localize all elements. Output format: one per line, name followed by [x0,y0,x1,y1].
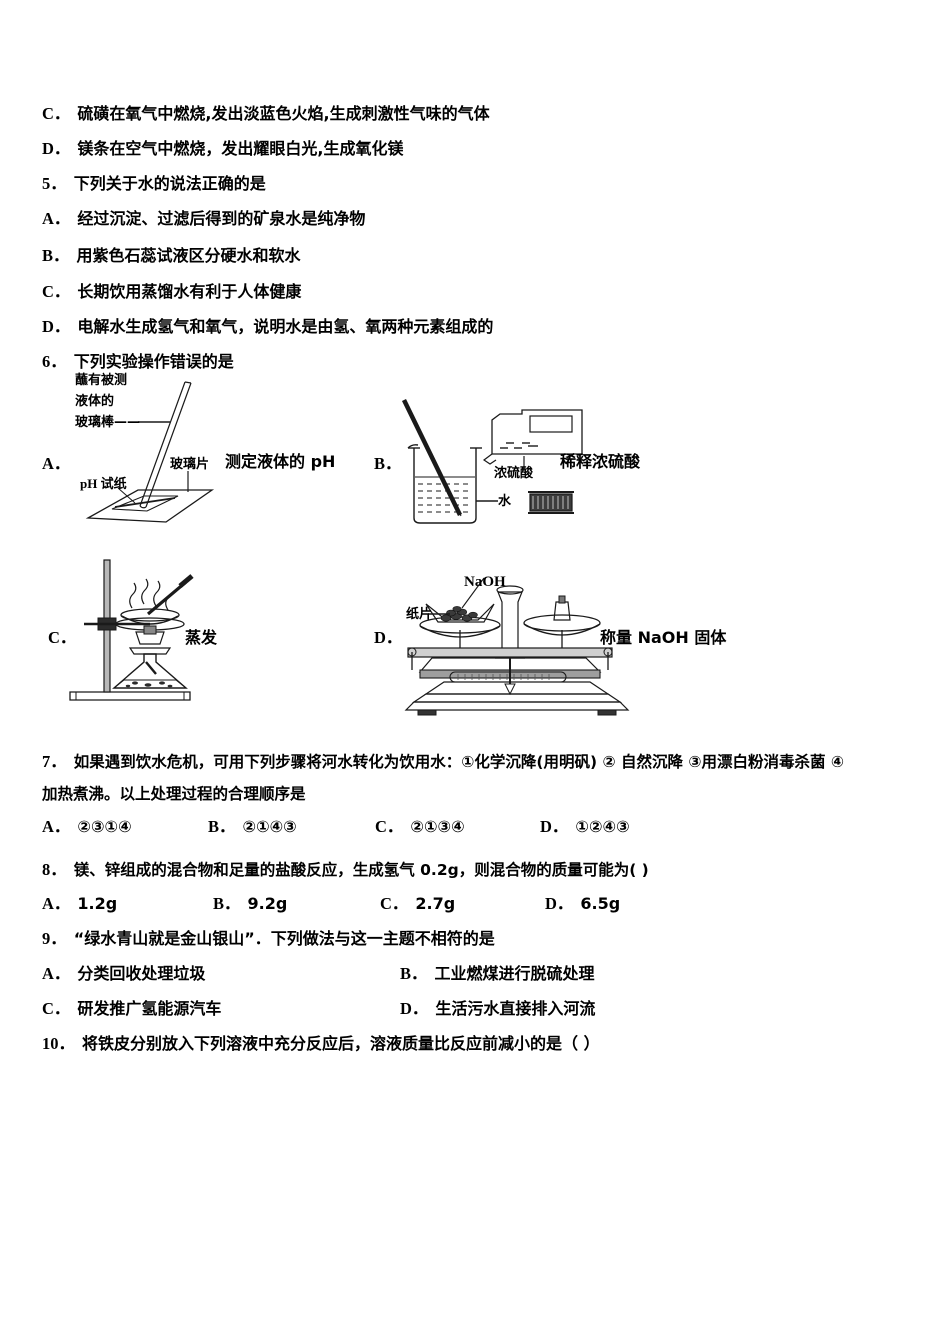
option-text: 研发推广氢能源汽车 [77,999,222,1018]
figure-option-b: B． 浓硫酸 水 稀释浓硫酸 [372,370,702,540]
figure-label-d: D． [374,628,403,647]
option-text: 电解水生成氢气和氧气，说明水是由氢、氧两种元素组成的 [77,317,494,336]
annotation-concentrated-acid: 浓硫酸 [494,466,534,481]
question-text-cont: 加热煮沸。以上处理过程的合理顺序是 [42,785,306,803]
option-label: B． [42,246,70,265]
question-text: 下列实验操作错误的是 [73,352,234,371]
figure-option-c: C． 蒸发 [40,552,370,712]
option-row: A． 1.2g [42,890,117,914]
option-text: ②①③④ [410,817,465,836]
option-text: 硫磺在氧气中燃烧,发出淡蓝色火焰,生成刺激性气味的气体 [77,104,490,123]
question-number: 10． [42,1034,75,1053]
annotation-glass-rod-line2: 液体的 [75,394,115,409]
question-number: 7． [42,752,67,771]
option-text: 9.2g [247,894,288,913]
option-row: C． 研发推广氢能源汽车 [42,995,221,1019]
option-label: D． [42,139,71,158]
option-label: A． [42,964,71,983]
option-label: C． [375,817,404,836]
option-row: D． 生活污水直接排入河流 [400,995,595,1019]
option-row: D． 电解水生成氢气和氧气，说明水是由氢、氧两种元素组成的 [42,313,493,337]
question-number: 5． [42,174,67,193]
question-text: 如果遇到饮水危机，可用下列步骤将河水转化为饮用水：①化学沉降(用明矾) ② 自然… [73,753,845,771]
option-text: 用紫色石蕊试液区分硬水和软水 [76,246,301,265]
option-text: 2.7g [415,894,456,913]
option-text: 6.5g [580,894,621,913]
option-label: C． [42,104,71,123]
figure-option-d: D． NaOH 纸片 称量 NaOH 固体 [372,552,752,716]
figure-caption-d: 称量 NaOH 固体 [600,628,727,647]
option-label: D． [400,999,429,1018]
figure-label-c: C． [48,628,77,647]
option-row: B． 工业燃煤进行脱硫处理 [400,960,595,984]
option-row: C． 2.7g [380,890,455,914]
option-text: 长期饮用蒸馏水有利于人体健康 [77,282,302,301]
figure-label-b: B． [374,454,402,473]
option-label: C． [380,894,409,913]
question-number: 9． [42,929,67,948]
option-label: C． [42,282,71,301]
option-text: ①②④③ [575,817,630,836]
annotation-glass-plate: 玻璃片 [170,457,210,472]
option-label: D． [540,817,569,836]
option-row: C． ②①③④ [375,813,465,837]
question-stem-7-line2: 加热煮沸。以上处理过程的合理顺序是 [42,782,306,804]
option-label: B． [213,894,241,913]
annotation-naoh: NaOH [464,574,506,590]
option-row: C． 长期饮用蒸馏水有利于人体健康 [42,278,301,302]
question-number: 6． [42,352,67,371]
option-row: B． 9.2g [213,890,287,914]
option-row: D． 6.5g [545,890,620,914]
question-text: 镁、锌组成的混合物和足量的盐酸反应，生成氢气 0.2g，则混合物的质量可能为( … [73,861,649,879]
annotation-paper: 纸片 [406,607,433,622]
question-stem-5: 5． 下列关于水的说法正确的是 [42,170,266,194]
question-text: 下列关于水的说法正确的是 [73,174,266,193]
option-row: D． 镁条在空气中燃烧，发出耀眼白光,生成氧化镁 [42,135,404,159]
question-number: 8． [42,860,67,879]
ph-measurement-drawing [85,381,215,523]
option-text: 镁条在空气中燃烧，发出耀眼白光,生成氧化镁 [77,139,404,158]
option-text: 经过沉淀、过滤后得到的矿泉水是纯净物 [77,209,366,228]
option-row: C． 硫磺在氧气中燃烧,发出淡蓝色火焰,生成刺激性气味的气体 [42,100,490,124]
option-label: D． [42,317,71,336]
question-text: 将铁皮分别放入下列溶液中充分反应后，溶液质量比反应前减小的是（ ） [82,1034,600,1053]
option-row: A． ②③①④ [42,813,132,837]
option-text: 生活污水直接排入河流 [435,999,596,1018]
option-text: ②③①④ [77,817,132,836]
option-row: B． ②①④③ [208,813,297,837]
option-label: B． [400,964,428,983]
option-text: ②①④③ [242,817,297,836]
figure-caption-a: 测定液体的 pH [225,452,336,471]
option-label: D． [545,894,574,913]
question-stem-9: 9． “绿水青山就是金山银山”．下列做法与这一主题不相符的是 [42,925,495,949]
option-row: A． 经过沉淀、过滤后得到的矿泉水是纯净物 [42,205,365,229]
annotation-water: 水 [498,494,512,509]
figure-label-a: A． [42,454,71,473]
question-stem-6: 6． 下列实验操作错误的是 [42,348,234,372]
evaporation-drawing [69,559,194,701]
option-label: A． [42,817,71,836]
acid-dilution-drawing [401,399,583,524]
question-text: “绿水青山就是金山银山”．下列做法与这一主题不相符的是 [73,929,495,948]
option-text: 工业燃煤进行脱硫处理 [434,964,595,983]
option-row: B． 用紫色石蕊试液区分硬水和软水 [42,242,301,266]
option-row: D． ①②④③ [540,813,630,837]
question-stem-8: 8． 镁、锌组成的混合物和足量的盐酸反应，生成氢气 0.2g，则混合物的质量可能… [42,856,649,880]
option-label: A． [42,209,71,228]
annotation-glass-rod-line1: 蘸有被测 [75,373,128,388]
option-label: A． [42,894,71,913]
option-text: 分类回收处理垃圾 [77,964,206,983]
option-label: B． [208,817,236,836]
option-label: C． [42,999,71,1018]
question-stem-7-line1: 7． 如果遇到饮水危机，可用下列步骤将河水转化为饮用水：①化学沉降(用明矾) ②… [42,748,844,772]
option-text: 1.2g [77,894,118,913]
figure-caption-b: 稀释浓硫酸 [560,452,641,471]
figure-caption-c: 蒸发 [185,628,218,647]
balance-drawing [404,577,630,716]
annotation-glass-rod-line3: 玻璃棒—— [75,415,141,430]
annotation-ph-paper: pH 试纸 [80,476,127,491]
figure-option-a: A． 蘸有被测 液体的 玻璃棒—— pH 试纸 玻璃片 测定液体的 pH [40,370,380,540]
option-row: A． 分类回收处理垃圾 [42,960,205,984]
question-stem-10: 10． 将铁皮分别放入下列溶液中充分反应后，溶液质量比反应前减小的是（ ） [42,1030,600,1054]
